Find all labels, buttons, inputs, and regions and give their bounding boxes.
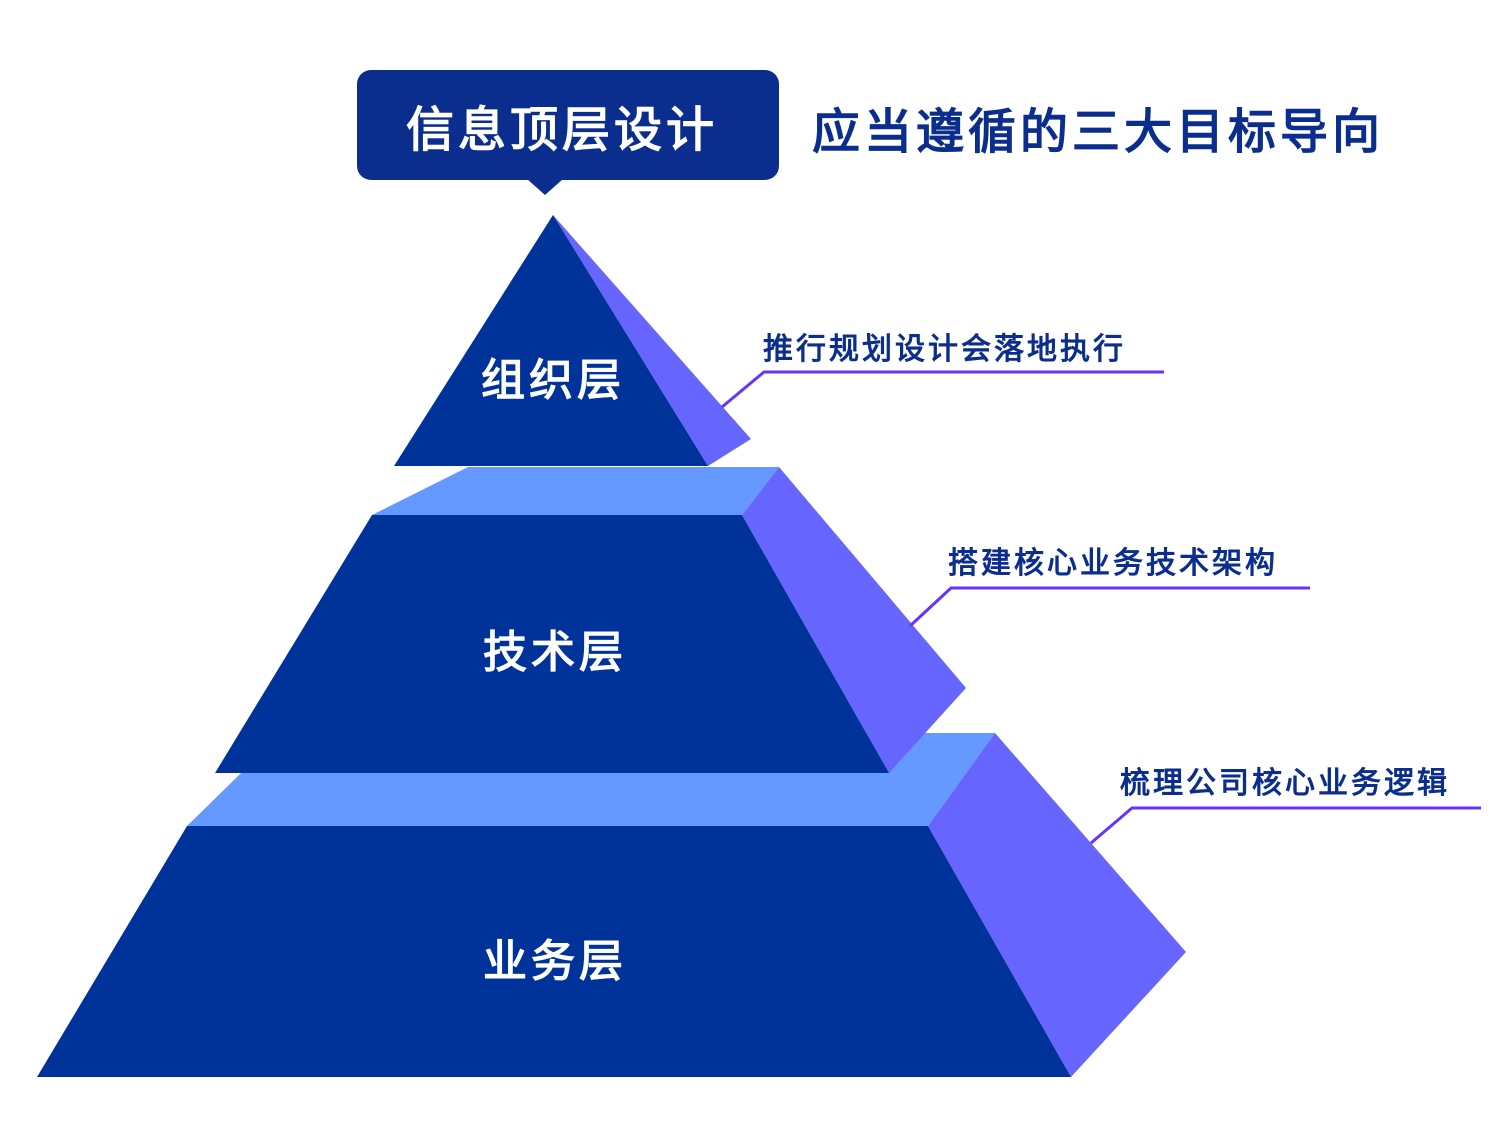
business-layer-front-face bbox=[37, 826, 1071, 1077]
tech-layer-label: 技术层 bbox=[483, 627, 627, 678]
title-tag: 信息顶层设计 bbox=[357, 70, 779, 195]
business-layer-label: 业务层 bbox=[483, 936, 627, 987]
org-layer-label: 组织层 bbox=[481, 355, 625, 406]
subtitle: 应当遵循的三大目标导向 bbox=[812, 104, 1385, 160]
org-layer-front-face bbox=[394, 215, 708, 466]
tech-goal-text: 搭建核心业务技术架构 bbox=[948, 546, 1278, 581]
org-goal-text: 推行规划设计会落地执行 bbox=[763, 332, 1126, 367]
org-layer-side-face bbox=[553, 215, 751, 466]
tech-goal-leader-line bbox=[908, 586, 1310, 628]
business-layer-side-face bbox=[928, 733, 1186, 1077]
org-goal-leader-line bbox=[721, 370, 1164, 409]
business-goal-leader-line bbox=[1090, 806, 1481, 845]
tech-layer-side-face bbox=[742, 467, 966, 773]
tech-layer-top-face bbox=[372, 467, 779, 515]
business-goal-text: 梳理公司核心业务逻辑 bbox=[1120, 766, 1450, 801]
tech-layer-front-face bbox=[215, 515, 889, 773]
